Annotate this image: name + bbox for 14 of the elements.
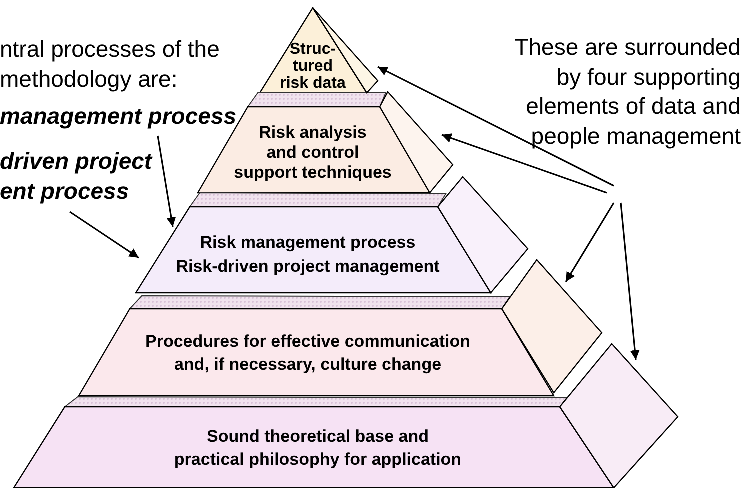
- arrow: [157, 136, 176, 228]
- tier-label: Risk-driven project management: [175, 256, 441, 278]
- arrow: [442, 134, 608, 194]
- tier-label: Risk management process: [199, 232, 417, 254]
- process-name: driven project ent process: [0, 147, 154, 206]
- arrow: [620, 202, 640, 360]
- tier-label: Struc-tured risk data: [279, 41, 347, 92]
- tier-label: Procedures for effective communication and, if necessary, culture change: [144, 331, 472, 376]
- arrow: [378, 66, 614, 187]
- annotation-text: ntral processes of the methodology are:: [0, 35, 221, 94]
- annotation-text: These are surrounded by four supporting elements of data and people management: [514, 33, 741, 151]
- tier-label: Sound theoretical base and practical philosophy for application: [173, 426, 463, 471]
- arrow: [70, 211, 140, 259]
- arrow: [565, 202, 615, 282]
